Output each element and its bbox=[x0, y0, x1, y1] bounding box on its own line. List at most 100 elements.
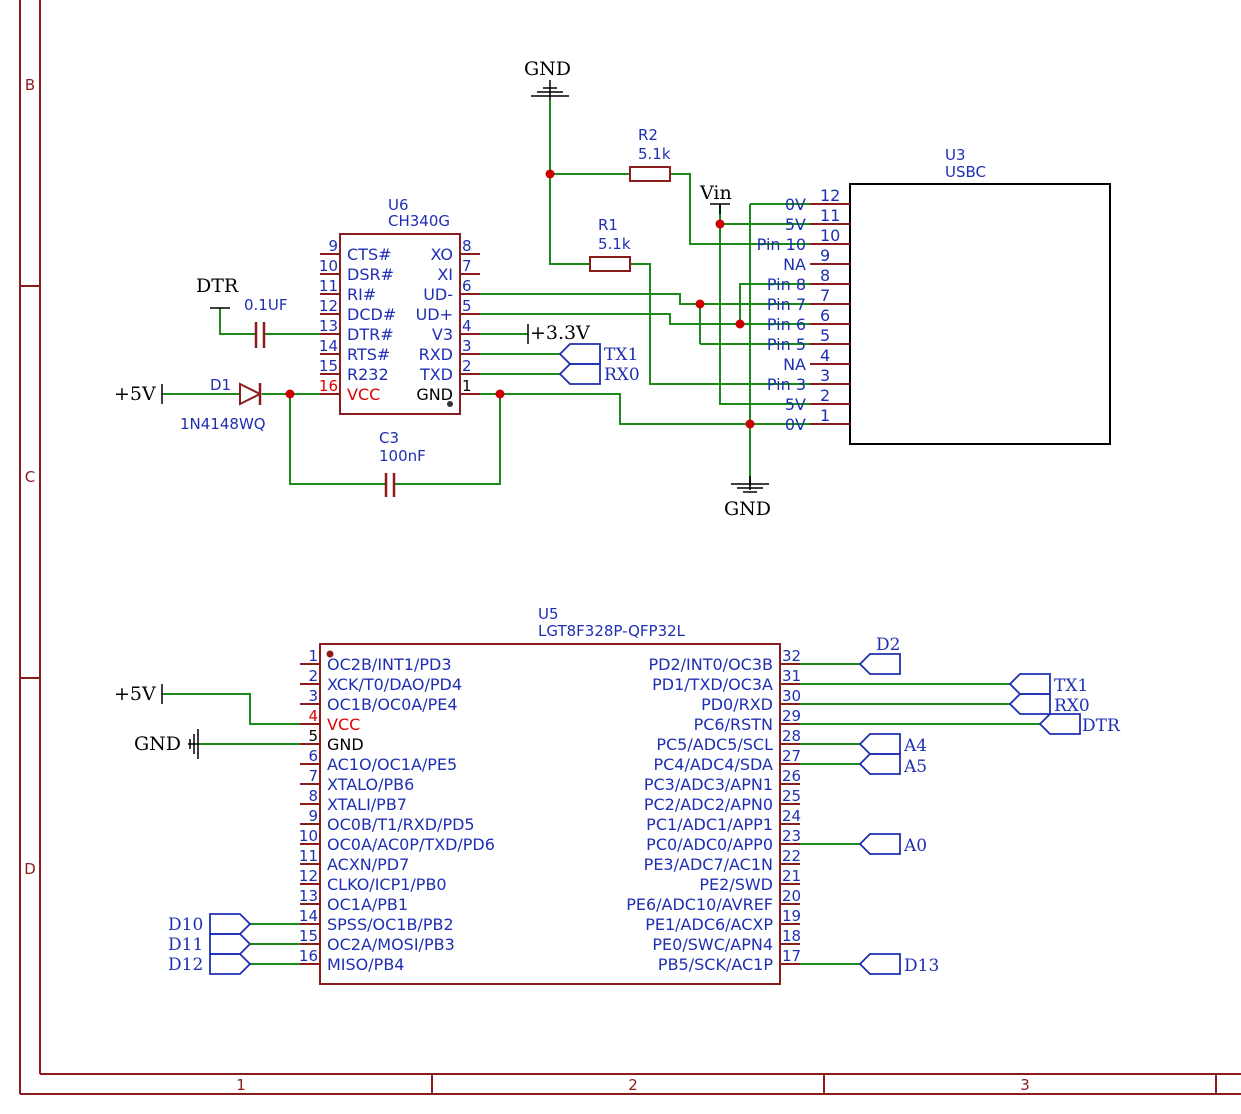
port-d13-label: D13 bbox=[904, 956, 939, 976]
u3-pin-number: 7 bbox=[820, 286, 830, 305]
port-a4[interactable] bbox=[858, 733, 901, 755]
port-rx0-upper-label: RX0 bbox=[604, 365, 640, 385]
u5-pin-name: PD0/RXD bbox=[701, 695, 773, 714]
u6-pin-name: CTS# bbox=[347, 245, 392, 264]
u5-pin-number: 5 bbox=[308, 727, 318, 745]
port-d11-label: D11 bbox=[168, 935, 203, 955]
u5-pin-number: 31 bbox=[782, 667, 801, 685]
u6-pin-number: 3 bbox=[462, 337, 472, 355]
port-a0-label: A0 bbox=[903, 836, 927, 856]
u6-pin-number: 8 bbox=[462, 237, 472, 255]
u6-pin-name: DCD# bbox=[347, 305, 396, 324]
port-tx1-upper[interactable] bbox=[558, 343, 601, 365]
diode-d1[interactable] bbox=[239, 382, 263, 406]
u5-pin-name: OC2B/INT1/PD3 bbox=[327, 655, 452, 674]
u3-pin-name: 5V bbox=[785, 215, 806, 234]
port-d2-label: D2 bbox=[876, 635, 900, 655]
u5-pin-number: 30 bbox=[782, 687, 801, 705]
port-d11[interactable] bbox=[209, 933, 252, 955]
c3-value: 100nF bbox=[379, 447, 426, 465]
u6-value: CH340G bbox=[388, 212, 450, 230]
port-d10-label: D10 bbox=[168, 915, 203, 935]
u5-pin-number: 15 bbox=[299, 927, 318, 945]
port-a0[interactable] bbox=[858, 833, 901, 855]
u5-pin-name: PE3/ADC7/AC1N bbox=[644, 855, 773, 874]
u5-pin-name: GND bbox=[327, 735, 364, 754]
u6-pin-name: UD- bbox=[423, 285, 453, 304]
port-dtr[interactable] bbox=[1038, 713, 1081, 735]
gnd-label-top: GND bbox=[524, 58, 571, 80]
port-a4-label: A4 bbox=[903, 736, 927, 756]
u5-pin-number: 7 bbox=[308, 767, 318, 785]
capacitor-c3[interactable] bbox=[384, 473, 396, 497]
u3-pin-number: 6 bbox=[820, 306, 830, 325]
u5-pin-name: SPSS/OC1B/PB2 bbox=[327, 915, 454, 934]
u6-pin-name: DTR# bbox=[347, 325, 394, 344]
u6-pin-number: 12 bbox=[319, 297, 338, 315]
port-d13[interactable] bbox=[858, 953, 901, 975]
port-rx0-upper[interactable] bbox=[558, 363, 601, 385]
gnd-symbol-top bbox=[531, 80, 569, 100]
port-rx0-lower[interactable] bbox=[1008, 693, 1051, 715]
u3-pin-name: Pin 10 bbox=[757, 235, 806, 254]
u5-pin-name: OC1A/PB1 bbox=[327, 895, 408, 914]
u3-pin-name: Pin 8 bbox=[767, 275, 806, 294]
d1-ref: D1 bbox=[210, 376, 231, 394]
u3-pin-name: 5V bbox=[785, 395, 806, 414]
port-d10[interactable] bbox=[209, 913, 252, 935]
vin-symbol bbox=[710, 203, 730, 214]
u5-pin-name: PE0/SWC/APN4 bbox=[652, 935, 773, 954]
u3-pin-number: 4 bbox=[820, 346, 830, 365]
u5-pin-number: 1 bbox=[308, 647, 318, 665]
u5-pin-number: 29 bbox=[782, 707, 801, 725]
v33-label: +3.3V bbox=[530, 322, 590, 344]
u5-pin-number: 27 bbox=[782, 747, 801, 765]
v5-label-upper: +5V bbox=[114, 383, 156, 405]
u5-pin-number: 6 bbox=[308, 747, 318, 765]
u5-value: LGT8F328P-QFP32L bbox=[538, 622, 686, 640]
port-a5[interactable] bbox=[858, 753, 901, 775]
u6-pin-number: 4 bbox=[462, 317, 472, 335]
resistor-r1[interactable] bbox=[589, 256, 631, 272]
u5-pin-name: AC1O/OC1A/PE5 bbox=[327, 755, 457, 774]
u6-ref: U6 bbox=[388, 196, 409, 214]
resistor-r2[interactable] bbox=[629, 166, 671, 182]
port-tx1-lower[interactable] bbox=[1008, 673, 1051, 695]
u5-ref: U5 bbox=[538, 605, 559, 623]
r1-value: 5.1k bbox=[598, 235, 631, 253]
col-label-2: 2 bbox=[628, 1076, 638, 1094]
u3-pin-name: Pin 3 bbox=[767, 375, 806, 394]
port-d12-label: D12 bbox=[168, 955, 203, 975]
vin-label: Vin bbox=[699, 182, 732, 204]
c3-ref: C3 bbox=[379, 429, 399, 447]
u6-pin-number: 5 bbox=[462, 297, 472, 315]
wires-lower bbox=[162, 663, 1040, 965]
u3-pin-number: 11 bbox=[820, 206, 840, 225]
u5-pin-number: 12 bbox=[299, 867, 318, 885]
port-rx0-lower-label: RX0 bbox=[1054, 696, 1090, 716]
capacitor-dtr[interactable] bbox=[254, 322, 266, 348]
u3-pin-number: 5 bbox=[820, 326, 830, 345]
u5-pin-number: 14 bbox=[299, 907, 318, 925]
u3-ref: U3 bbox=[945, 146, 966, 164]
u3-pin-number: 12 bbox=[820, 186, 840, 205]
row-label-c: C bbox=[25, 468, 35, 486]
port-d12[interactable] bbox=[209, 953, 252, 975]
u6-pin-number: 9 bbox=[328, 237, 338, 255]
u5-pin-name: XTALO/PB6 bbox=[327, 775, 414, 794]
gnd-label-bottom: GND bbox=[724, 498, 771, 520]
u5-pin-number: 32 bbox=[782, 647, 801, 665]
u5-pin-name: PD2/INT0/OC3B bbox=[649, 655, 774, 674]
row-label-d: D bbox=[24, 860, 36, 878]
u6-pin-name: VCC bbox=[347, 385, 380, 404]
u5-pin-number: 11 bbox=[299, 847, 318, 865]
u5-pin-name: ACXN/PD7 bbox=[327, 855, 409, 874]
gnd-symbol-bottom bbox=[731, 476, 769, 493]
sheet-frame bbox=[19, 0, 1241, 1095]
port-d2[interactable] bbox=[858, 653, 901, 675]
u3-pin-name: NA bbox=[783, 255, 806, 274]
